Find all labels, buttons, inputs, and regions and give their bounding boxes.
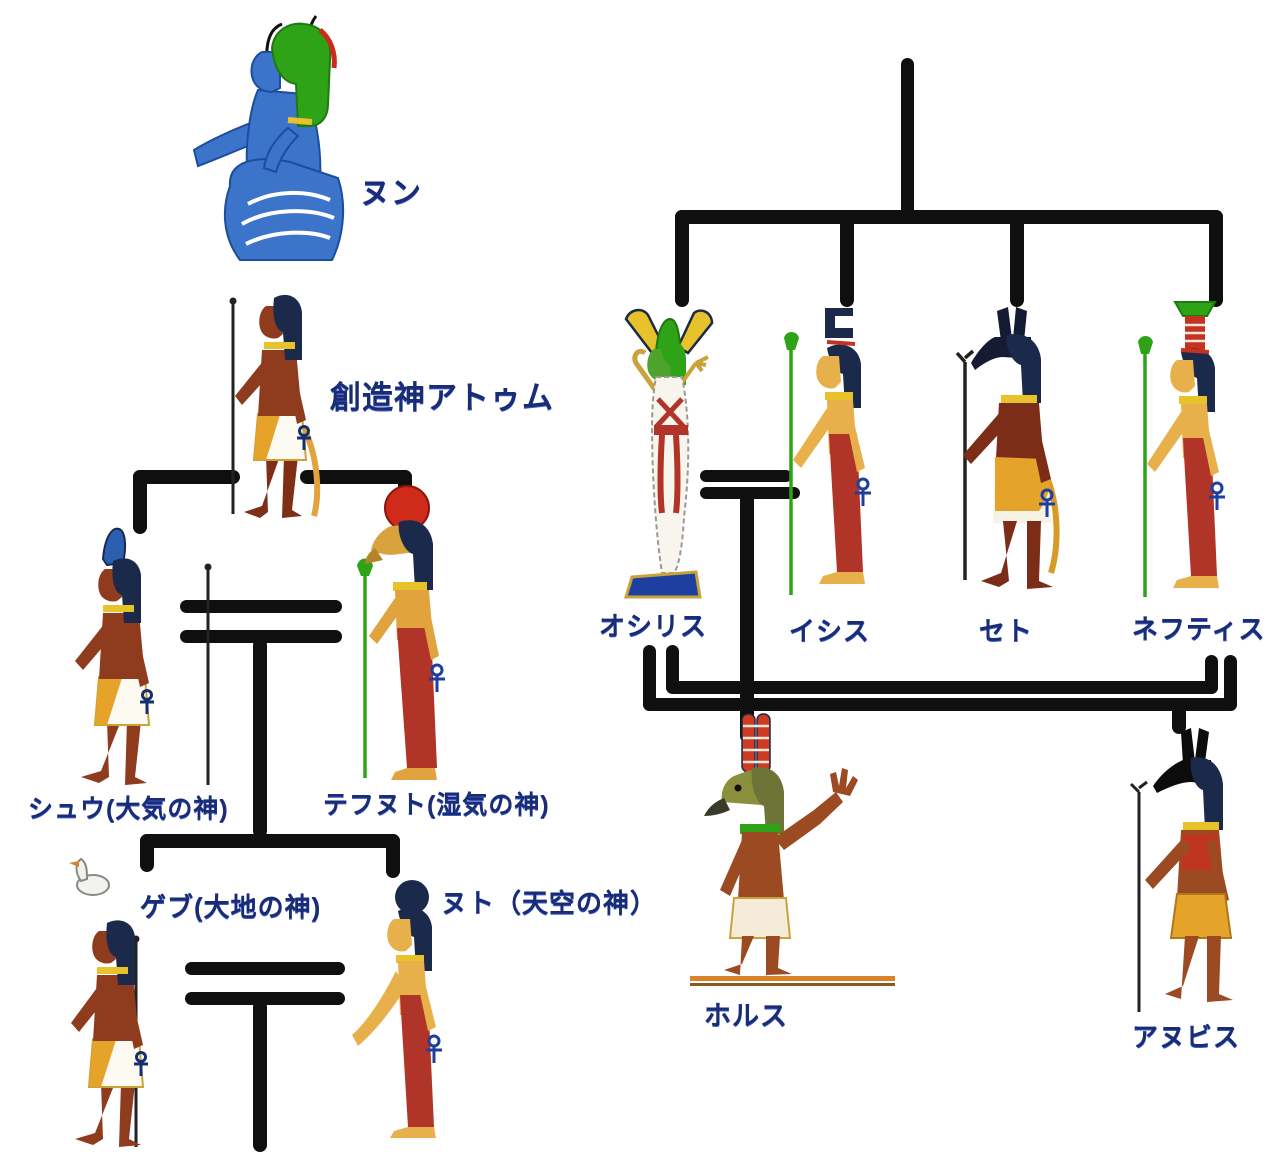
tefnut-figure [357,485,445,780]
line-atum-bar-left [133,470,240,484]
geb-figure [69,857,148,1147]
line-nephthys-stub-inner [1205,655,1218,694]
line-nephthys-stub-outer [1224,655,1237,711]
nephthys-figure [1138,301,1225,597]
atum-figure [229,294,321,518]
line-child-gebnut [253,638,267,838]
nephthys-label: ネフティス [1132,614,1266,644]
line-trunk [901,58,914,218]
line-geb-nut-bar2 [185,992,345,1005]
line-geb-nut-bar1 [185,962,345,975]
line-drop-isis [840,218,854,307]
nut-label: ヌト（天空の神） [441,888,658,918]
line-gebnut-bar [140,834,400,848]
horus-figure [690,713,895,986]
set-figure [955,307,1060,589]
line-siblings-bar [675,210,1223,224]
line-drop-nut [386,834,400,878]
line-union-lower-bar [643,698,1237,711]
shu-figure [75,527,212,785]
isis-label: イシス [789,616,871,646]
line-drop-geb [140,834,154,872]
line-child-bottom [253,1000,267,1152]
osiris-label: オシリス [599,611,708,641]
line-drop-shu [133,470,147,534]
line-union-upper-bar [666,681,1218,694]
nut-figure [352,880,442,1138]
isis-figure [784,308,871,595]
line-atum-bar-right [300,470,412,484]
atum-label: 創造神アトゥム [330,380,554,415]
nun-label: ヌン [360,177,422,210]
nun-figure [192,15,345,261]
osiris-figure [623,308,714,599]
set-label: セト [979,616,1034,646]
line-osiris-stub-outer [643,645,656,711]
shu-label: シュウ(大気の神) [28,795,229,823]
anubis-label: アヌビス [1132,1022,1241,1052]
line-drop-nephthys [1209,210,1223,307]
line-drop-osiris [675,210,689,307]
geb-label: ゲブ(大地の神) [140,892,322,922]
line-osiris-isis-bar1 [700,470,792,482]
line-shu-tefnut-bar2 [180,630,342,643]
line-drop-set [1010,218,1024,307]
horus-label: ホルス [704,1001,788,1031]
tefnut-label: テフヌト(湿気の神) [323,791,550,819]
line-shu-tefnut-bar1 [180,600,342,613]
line-child-horus [740,493,754,743]
line-child-anubis [1172,698,1186,734]
anubis-figure [1129,728,1233,1012]
